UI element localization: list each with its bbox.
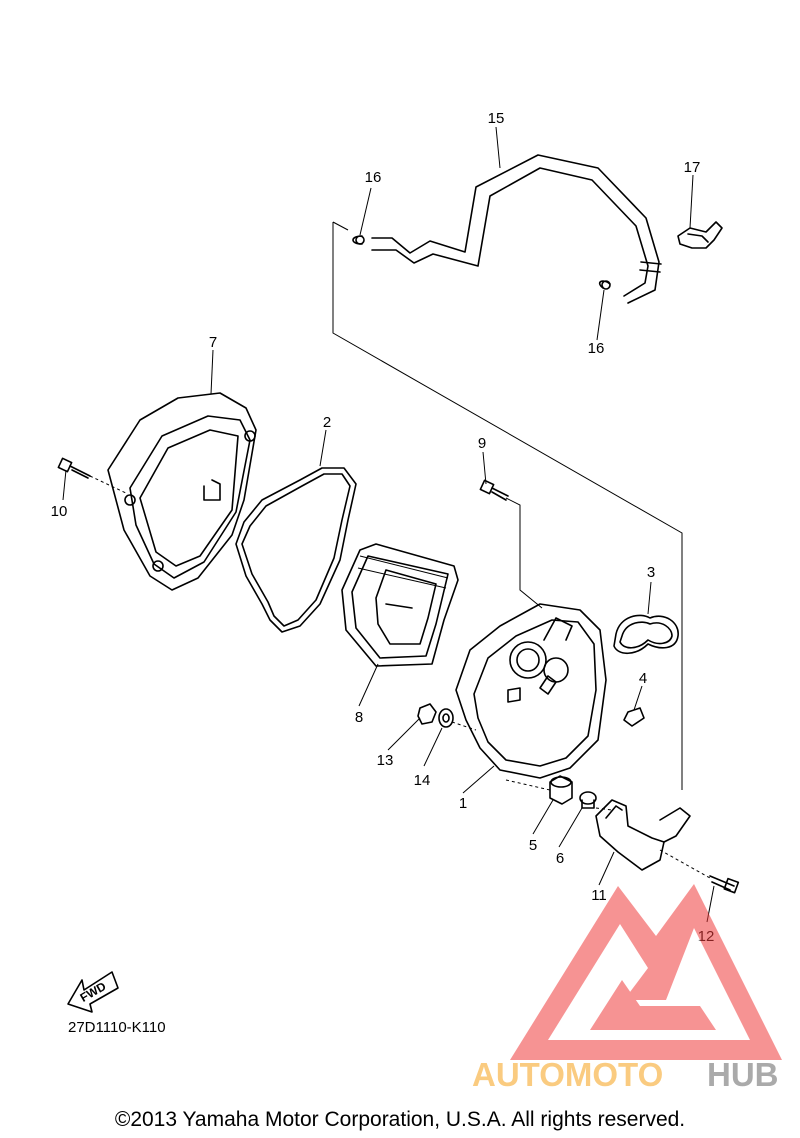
air-cleaner-case	[455, 603, 607, 779]
watermark-part1: AUTOMOTO	[472, 1056, 663, 1093]
bracket	[595, 799, 691, 871]
callout-1: 1	[459, 795, 467, 812]
callout-16-upper: 16	[365, 169, 382, 186]
callout-7: 7	[209, 334, 217, 351]
hose-holder	[677, 221, 723, 249]
callout-2: 2	[323, 414, 331, 431]
callout-4: 4	[639, 670, 647, 687]
screw-case	[479, 479, 509, 501]
callout-labels: 15 16 17 16 7 2 9 10 3 4 8 13 14 1 5 6 1…	[51, 110, 715, 945]
callout-15: 15	[488, 110, 505, 127]
callout-5: 5	[529, 837, 537, 854]
callout-11: 11	[591, 887, 607, 904]
hose-clip-lower	[598, 280, 611, 290]
washer	[438, 708, 454, 728]
bolt	[709, 875, 740, 894]
screw-cap	[57, 457, 91, 479]
callout-8: 8	[355, 709, 363, 726]
leader-lines	[62, 126, 715, 923]
grommet	[549, 775, 573, 805]
collar	[579, 791, 597, 809]
clip	[623, 707, 645, 727]
fwd-arrow-icon: FWD	[67, 971, 119, 1013]
nut	[417, 703, 437, 725]
callout-13: 13	[377, 752, 394, 769]
breather-hose	[371, 154, 662, 304]
copyright-notice: ©2013 Yamaha Motor Corporation, U.S.A. A…	[115, 1108, 685, 1131]
callout-16-lower: 16	[588, 340, 605, 357]
air-filter-element	[341, 543, 459, 667]
callout-17: 17	[684, 159, 701, 176]
watermark-part2: HUB	[707, 1056, 779, 1093]
assembly-frame	[332, 221, 683, 790]
o-ring	[613, 614, 679, 655]
hose-clip-upper	[352, 235, 365, 245]
automotohub-logo: AUTOMOTO HUB	[472, 884, 782, 1093]
callout-6: 6	[556, 850, 564, 867]
air-cleaner-cap	[107, 392, 257, 591]
callout-10: 10	[51, 503, 68, 520]
drawing-code: 27D1110-K110	[68, 1019, 166, 1036]
cap-gasket	[235, 467, 357, 633]
callout-3: 3	[647, 564, 655, 581]
callout-9: 9	[478, 435, 486, 452]
callout-14: 14	[414, 772, 431, 789]
